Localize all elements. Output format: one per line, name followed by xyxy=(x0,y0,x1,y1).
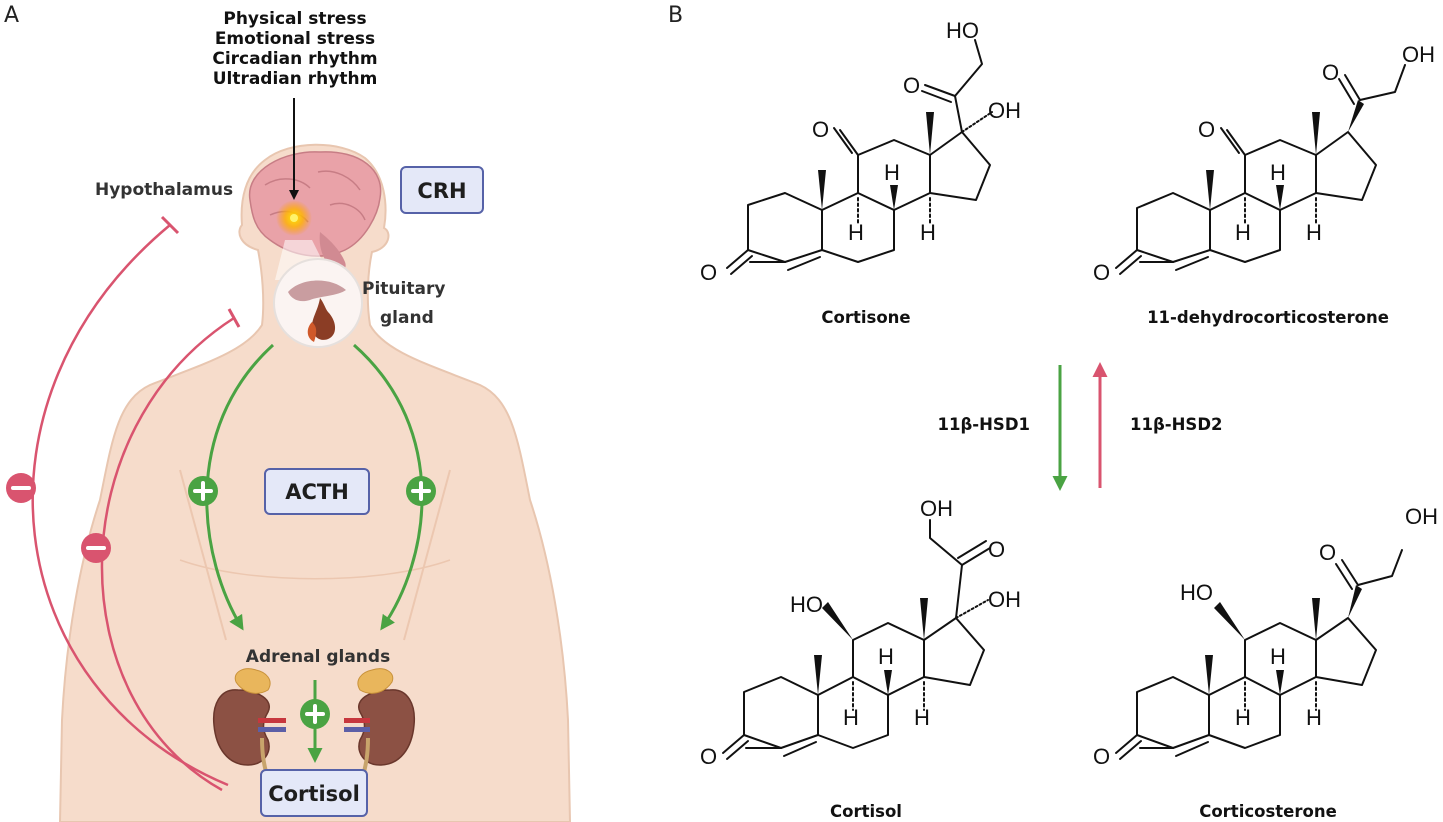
brain-illustration xyxy=(248,151,382,280)
minus-icon xyxy=(81,533,111,563)
cortisol-to-hypothalamus-inhibition xyxy=(31,224,229,787)
cortisol-oxygen-3: O xyxy=(700,744,717,769)
dehydrocorticosterone-structure xyxy=(1115,64,1406,275)
dehydrocorticosterone-hydrogen-14: H xyxy=(1306,220,1322,245)
cortisol-hydroxyl-21: OH xyxy=(920,496,953,521)
adrenal-glands-label: Adrenal glands xyxy=(246,647,390,667)
cortisol-box: Cortisol xyxy=(260,769,368,817)
acth-box: ACTH xyxy=(264,468,370,515)
cortisone-oxygen-11: O xyxy=(812,117,829,142)
plus-icon xyxy=(406,476,436,506)
dehydrocorticosterone-oxygen-3: O xyxy=(1093,260,1110,285)
cortisol-oxygen-20: O xyxy=(988,537,1005,562)
cortisol-hydrogen-9: H xyxy=(843,705,859,730)
corticosterone-hydrogen-14: H xyxy=(1306,705,1322,730)
enzyme-11b-hsd1-label: 11β-HSD1 xyxy=(938,415,1031,434)
cortisol-hydroxyl-11: HO xyxy=(790,592,823,617)
corticosterone-oxygen-3: O xyxy=(1093,744,1110,769)
cortisol-hydrogen-14: H xyxy=(914,705,930,730)
pituitary-label-line1: Pituitary xyxy=(362,279,445,299)
compound-name-11-dehydrocorticosterone: 11-dehydrocorticosterone xyxy=(1147,308,1389,327)
inhibition-bar-icon xyxy=(160,215,180,235)
compound-name-corticosterone: Corticosterone xyxy=(1199,802,1337,821)
plus-icon xyxy=(300,699,330,729)
corticosterone-hydroxyl-21: OH xyxy=(1405,504,1438,529)
panel-a-letter: A xyxy=(4,3,19,28)
corticosterone-hydrogen-8: H xyxy=(1270,644,1286,669)
cortisone-structure xyxy=(726,39,993,275)
stressor-list: Physical stress Emotional stress Circadi… xyxy=(212,9,377,89)
cortisol-label: Cortisol xyxy=(268,782,360,806)
pituitary-illustration xyxy=(273,258,363,348)
corticosterone-hydrogen-9: H xyxy=(1235,705,1251,730)
corticosterone-oxygen-20: O xyxy=(1319,540,1336,565)
stressor-emotional: Emotional stress xyxy=(215,29,375,49)
crh-box: CRH xyxy=(400,166,484,214)
pituitary-label-line2: gland xyxy=(380,308,434,328)
panel-b-letter: B xyxy=(668,3,683,28)
hypothalamus-label: Hypothalamus xyxy=(95,180,233,200)
acth-label: ACTH xyxy=(285,480,349,504)
cortisol-hydroxyl-17: OH xyxy=(988,587,1021,612)
kidney-right xyxy=(344,668,416,781)
cortisone-oxygen-20: O xyxy=(903,73,920,98)
enzyme-11b-hsd2-label: 11β-HSD2 xyxy=(1130,415,1223,434)
cortisone-hydrogen-8: H xyxy=(884,160,900,185)
cortisol-hydrogen-8: H xyxy=(878,644,894,669)
cortisone-hydroxyl-17: OH xyxy=(988,98,1021,123)
minus-icon xyxy=(6,473,36,503)
dehydrocorticosterone-hydrogen-9: H xyxy=(1235,220,1251,245)
cortisone-hydrogen-9: H xyxy=(848,220,864,245)
cortisone-hydrogen-14: H xyxy=(920,220,936,245)
cortisol-to-pituitary-inhibition xyxy=(100,316,235,792)
inhibition-bar-icon xyxy=(227,308,241,328)
cortisone-hydroxyl-21: HO xyxy=(946,18,979,43)
crh-label: CRH xyxy=(417,179,466,203)
corticosterone-hydroxyl-11: HO xyxy=(1180,580,1213,605)
cortisone-oxygen-3: O xyxy=(700,260,717,285)
stressor-physical: Physical stress xyxy=(223,9,366,29)
cortisol-structure xyxy=(722,519,991,760)
stressor-circadian: Circadian rhythm xyxy=(212,49,377,69)
compound-name-cortisone: Cortisone xyxy=(821,308,910,327)
plus-icon xyxy=(188,476,218,506)
dehydrocorticosterone-hydroxyl-21: OH xyxy=(1402,42,1435,67)
dehydrocorticosterone-oxygen-11: O xyxy=(1198,117,1215,142)
corticosterone-structure xyxy=(1115,549,1403,760)
stressor-ultradian: Ultradian rhythm xyxy=(213,69,378,89)
dehydrocorticosterone-oxygen-20: O xyxy=(1322,60,1339,85)
compound-name-cortisol: Cortisol xyxy=(830,802,902,821)
dehydrocorticosterone-hydrogen-8: H xyxy=(1270,160,1286,185)
